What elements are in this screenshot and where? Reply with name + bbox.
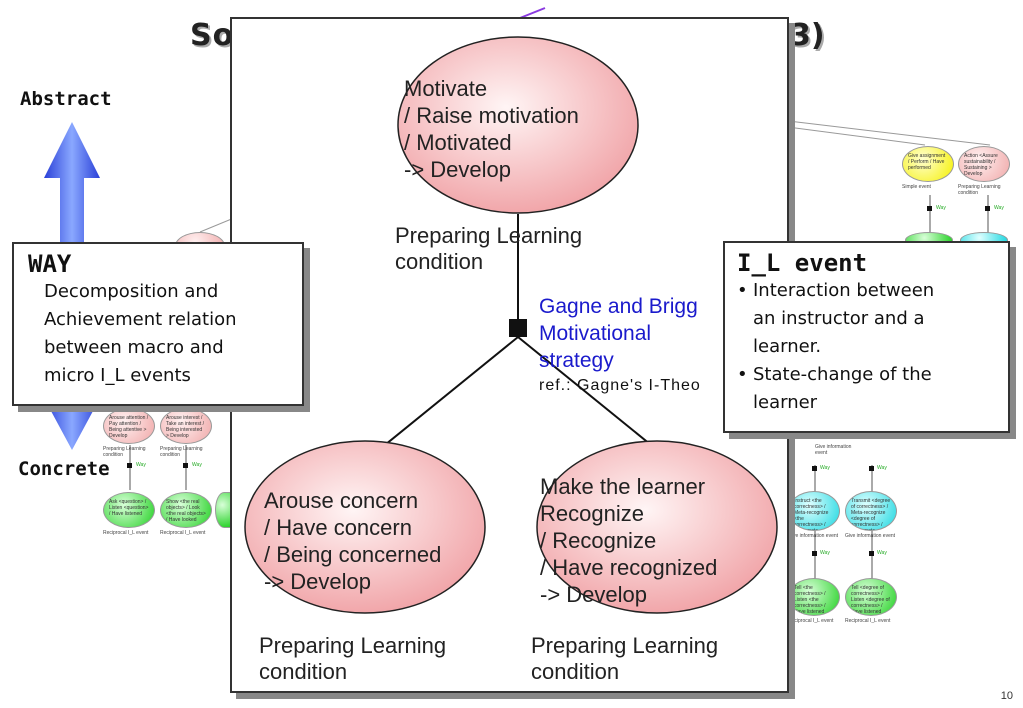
bg-label-simple-event: Simple event [902,184,931,190]
main-connectors [244,36,778,614]
bg-way-label-3: Way [936,205,946,211]
top-node-ellipse [397,36,639,214]
way-callout: WAY Decomposition and Achievement relati… [12,242,304,406]
bg-label-arouse-attention: Preparing Learning condition [103,446,146,458]
bg-way-label-2: Way [192,462,202,468]
slide-title-tail: 3) [790,18,825,53]
bg-label-action-sustain: Preparing Learning condition [958,184,1001,196]
bg-way-label-7: Way [820,550,830,556]
bg-label-arouse-interest: Preparing Learning condition [160,446,203,458]
bg-node-instruct-correctness: Instruct <the correctness> / Meta-recogn… [788,491,840,531]
concrete-label: Concrete [18,458,110,480]
way-reference: ref.: Gagne's I-Theo [539,377,701,394]
bg-node-show-objects: Show <the real objects> / Look <the real… [160,492,212,528]
right-node-ellipse [536,440,778,614]
page-number: 10 [1000,690,1013,702]
main-diagram-panel: Motivate / Raise motivation / Motivated … [230,17,789,693]
il-event-callout-body: • Interaction between an instructor and … [737,277,996,417]
bg-node-action-sustain: Action <Assure sustainability / Sustaini… [958,146,1010,182]
slide-title: So [190,18,235,53]
bg-node-ask-question: Ask <question> / Listen <question> / Hav… [103,492,155,528]
left-node-ellipse [244,440,486,614]
bg-node-tell-correctness: Tell <the correctness> / Listen <the cor… [788,578,840,616]
way-callout-title: WAY [28,250,72,278]
abstract-label: Abstract [20,88,112,110]
bg-label-show-objects: Reciprocal I_L event [160,530,206,536]
left-node-text: Arouse concern / Have concern / Being co… [264,488,442,594]
top-node-text: Motivate / Raise motivation / Motivated … [404,76,579,182]
way-callout-body: Decomposition and Achievement relation b… [44,281,237,386]
bg-label-tell-degree: Reciprocal I_L event [845,618,891,624]
il-bullet-2: • State-change of the learner [737,364,932,413]
bg-way-label-5: Way [820,465,830,471]
bg-label-transmit: Give information event [845,533,896,539]
way-strategy-text: Gagne and Brigg Motivational strategy [539,295,698,372]
way-node-square [509,319,527,337]
bg-way-label-4: Way [994,205,1004,211]
left-node-condition: Preparing Learning condition [259,633,447,684]
bg-way-label-6: Way [877,465,887,471]
bg-node-tell-degree: Tell <degree of correctness> / Listen <d… [845,578,897,616]
bg-way-label-1: Way [136,462,146,468]
bg-node-give-assignment: Give assignment / Perform / Have perform… [902,146,954,182]
bg-label-give-info-top: Give information event [815,444,852,456]
il-event-callout: I_L event • Interaction between an instr… [723,241,1010,433]
bg-label-instruct: Give information event [788,533,839,539]
bg-label-tell-correctness: Reciprocal I_L event [788,618,834,624]
bg-label-ask-question: Reciprocal I_L event [103,530,149,536]
il-bullet-1: • Interaction between an instructor and … [737,280,935,357]
bg-node-transmit-degree: Transmit <degree of correctness> / Meta-… [845,491,897,531]
bg-node-arouse-attention: Arouse attention / Pay attention / Being… [103,408,155,444]
bg-way-label-8: Way [877,550,887,556]
il-event-callout-title: I_L event [737,249,868,277]
top-node-condition: Preparing Learning condition [395,223,583,274]
right-node-condition: Preparing Learning condition [531,633,719,684]
right-node-text: Make the learner Recognize / Recognize /… [540,474,718,607]
bg-node-arouse-interest: Arouse interest / Take an interest / Bei… [160,408,212,444]
